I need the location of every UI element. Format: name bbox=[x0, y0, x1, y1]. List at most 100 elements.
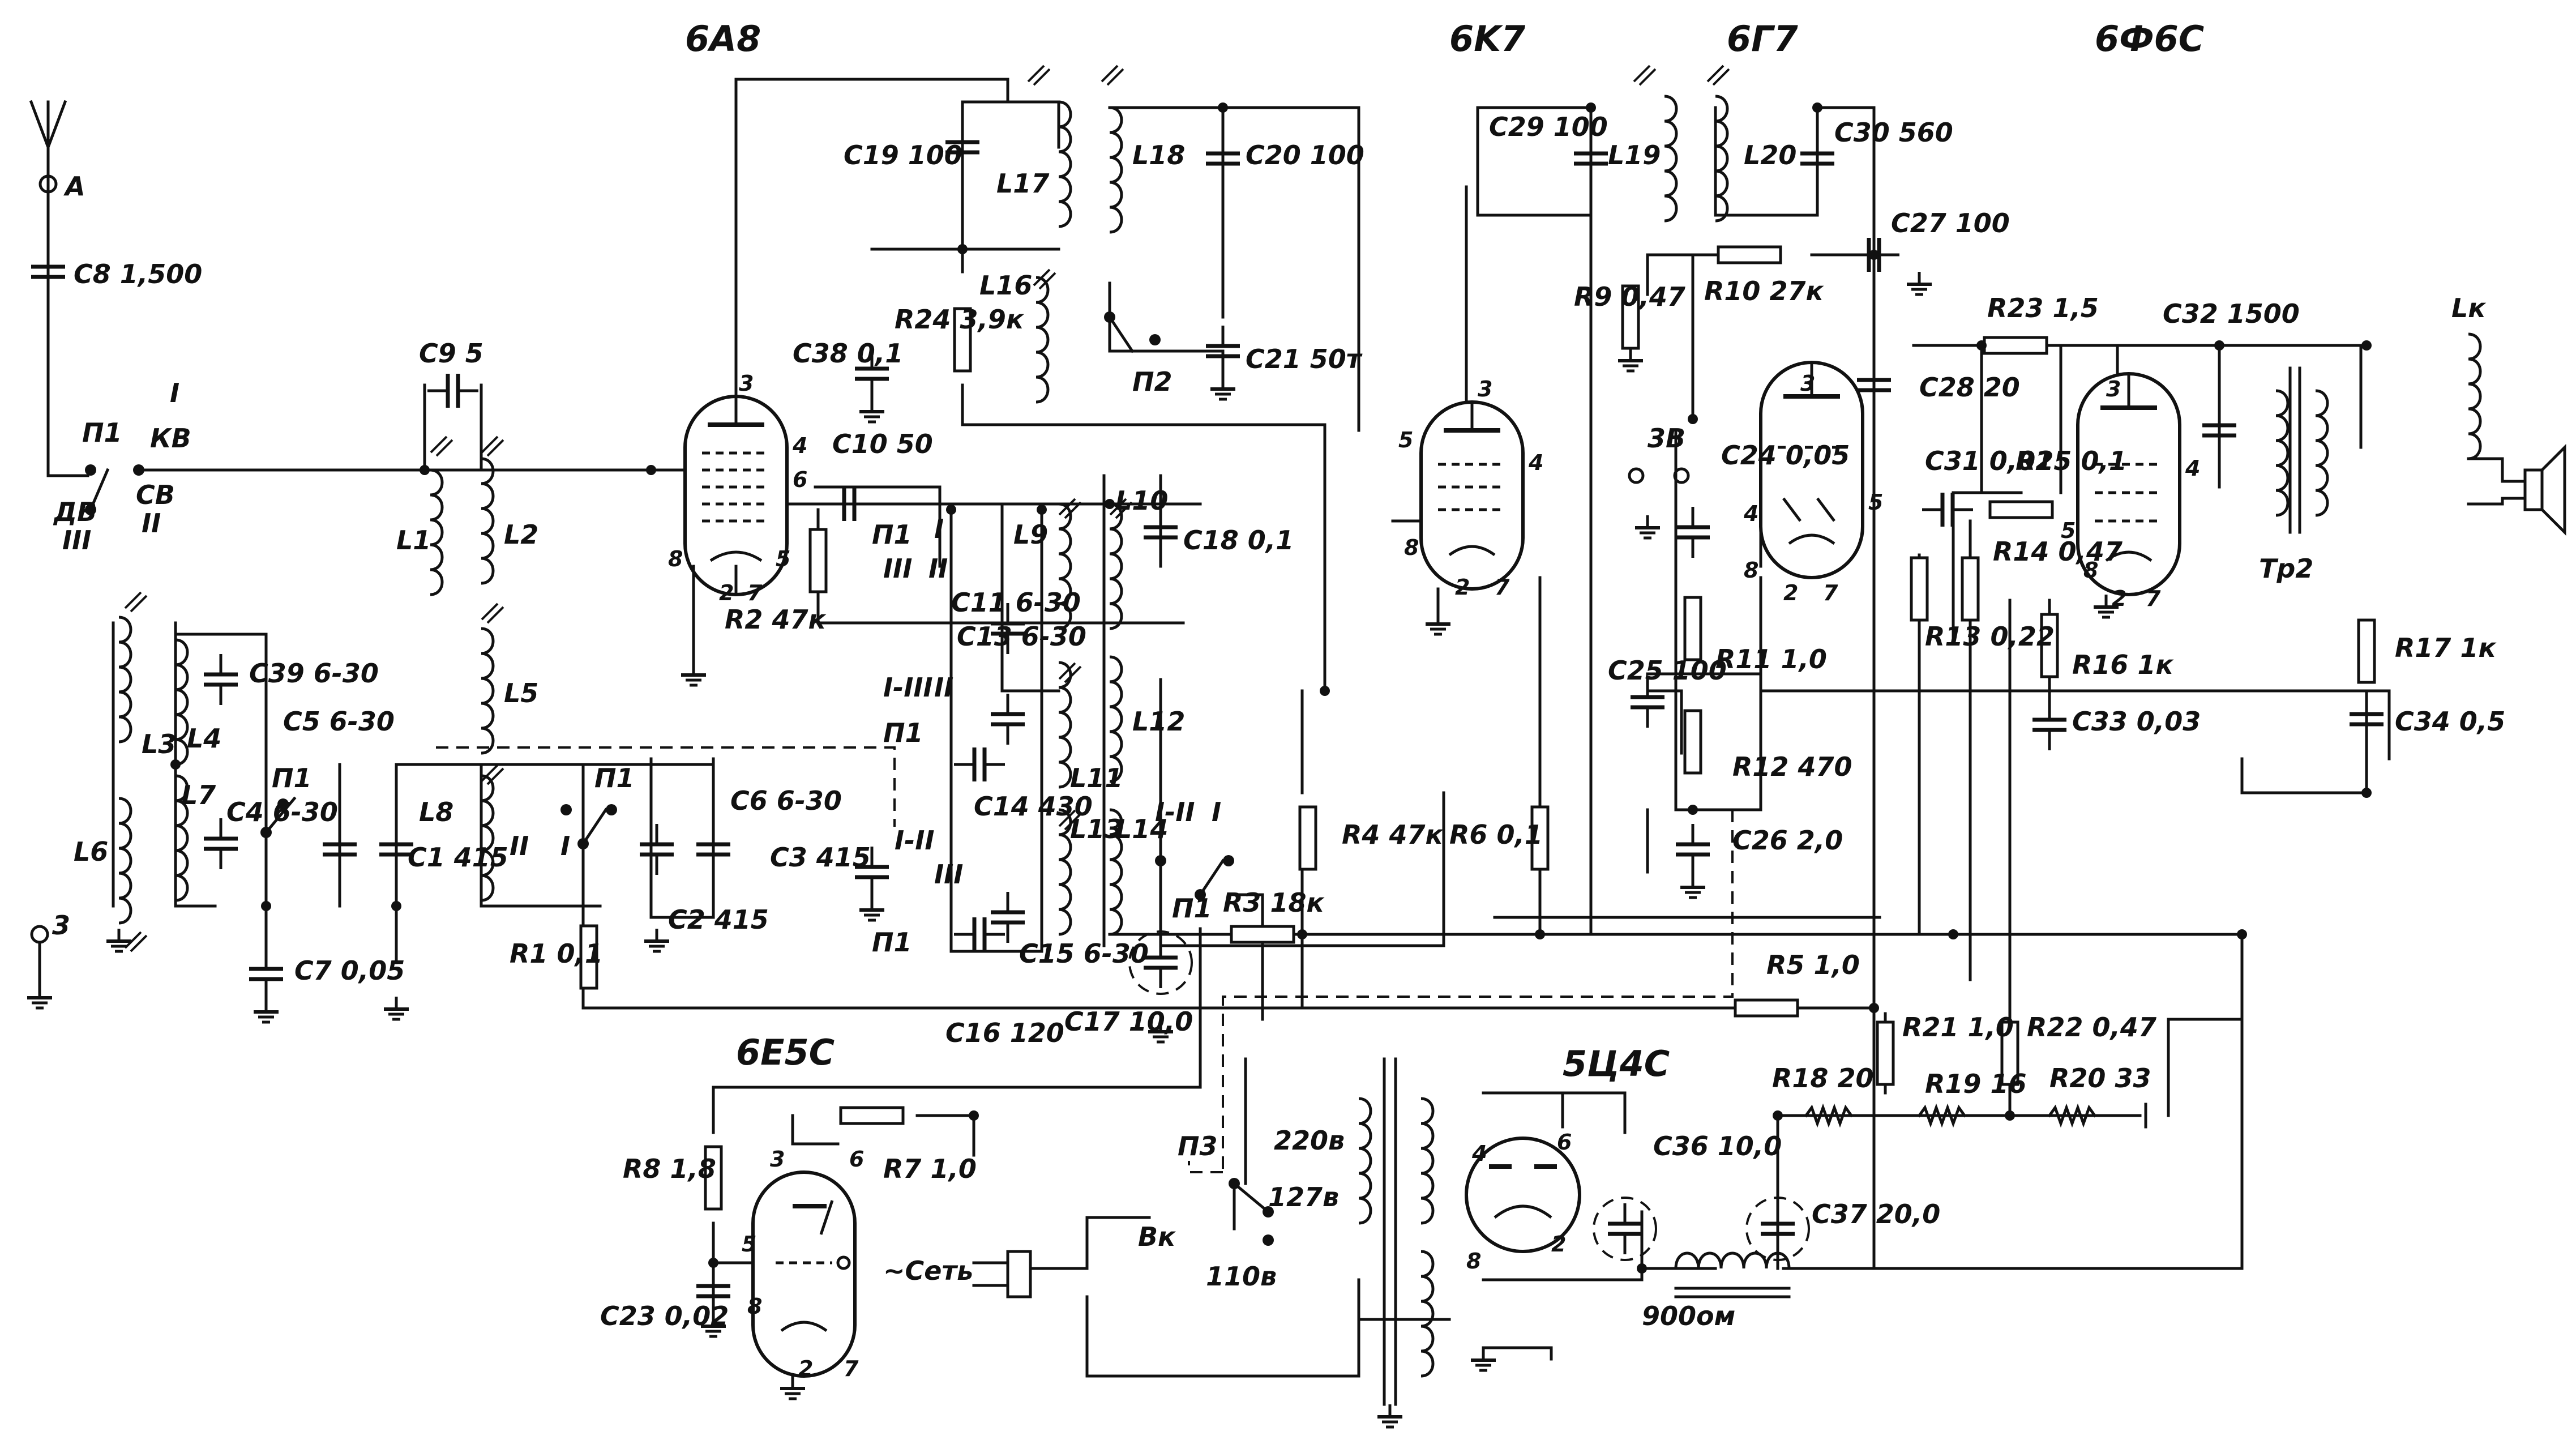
tube-6a8 bbox=[683, 395, 789, 664]
pin-number: 3 bbox=[1478, 377, 1492, 401]
coil-l1 bbox=[430, 470, 442, 595]
label-r24: R24 3,9к bbox=[895, 304, 1025, 335]
label-c10: C10 50 bbox=[832, 429, 933, 459]
label-l13: L13 bbox=[1070, 814, 1123, 844]
label-c1: C1 415 bbox=[408, 842, 508, 873]
label-r4: R4 47к bbox=[1342, 819, 1444, 850]
pin-number: 8 bbox=[1466, 1249, 1481, 1274]
label-l14: L14 bbox=[1115, 814, 1168, 844]
res-r18-r19-r20-wirewound bbox=[1804, 1103, 2147, 1129]
coil-l19 bbox=[1664, 96, 1676, 221]
pin-number: 7 bbox=[747, 580, 763, 605]
label-c23: C23 0,02 bbox=[600, 1301, 729, 1331]
label-l10: L10 bbox=[1115, 485, 1168, 516]
label-c33: C33 0,03 bbox=[2072, 706, 2201, 737]
switch-section-iii: III bbox=[934, 859, 963, 890]
label-l9: L9 bbox=[1013, 519, 1048, 550]
switch-p3-label: П3 bbox=[1178, 1131, 1218, 1161]
label-r2: R2 47к bbox=[725, 604, 827, 635]
pin-number: 8 bbox=[1744, 558, 1758, 583]
coil-power-primary bbox=[1359, 1099, 1371, 1223]
cap-c9 bbox=[427, 374, 478, 408]
tube-6f6s bbox=[2076, 372, 2181, 596]
coil-l2 bbox=[481, 459, 493, 583]
pin-number: 2 bbox=[798, 1356, 813, 1381]
pin-number: 3 bbox=[739, 371, 754, 396]
switch-p1-label: П1 bbox=[872, 927, 912, 958]
coil-lk-top bbox=[2468, 334, 2480, 459]
label-l3: L3 bbox=[142, 729, 176, 759]
label-l6: L6 bbox=[74, 836, 108, 867]
label-c34: C34 0,5 bbox=[2395, 706, 2505, 737]
cap-c39 bbox=[204, 654, 238, 705]
label-r12: R12 470 bbox=[1732, 751, 1852, 782]
res-r13 bbox=[1911, 558, 1927, 620]
pin-number: 8 bbox=[747, 1294, 762, 1319]
label-r21: R21 1,0 bbox=[1902, 1012, 2014, 1043]
res-r4 bbox=[1300, 807, 1316, 869]
switch-p1-label: П1 bbox=[272, 763, 312, 793]
res-r10 bbox=[1718, 247, 1781, 263]
label-l11: L11 bbox=[1070, 763, 1123, 793]
pin-number: 6 bbox=[793, 467, 807, 492]
filter-choke bbox=[1674, 1251, 1791, 1298]
pin-number: 2 bbox=[2112, 586, 2126, 611]
tube-6e5s bbox=[751, 1170, 857, 1378]
label-c38: C38 0,1 bbox=[793, 338, 903, 369]
cap-c24 bbox=[1676, 507, 1710, 558]
label-mains: ~Сеть bbox=[883, 1255, 973, 1286]
band-dv: ДВ bbox=[53, 497, 97, 527]
res-r5 bbox=[1735, 1000, 1798, 1016]
label-127v: 127в bbox=[1268, 1182, 1339, 1212]
label-l19: L19 bbox=[1608, 140, 1661, 170]
band-kv: КВ bbox=[150, 423, 191, 454]
label-l20: L20 bbox=[1744, 140, 1796, 170]
label-c27: C27 100 bbox=[1891, 208, 2010, 238]
label-110v: 110в bbox=[1206, 1261, 1277, 1292]
pin-number: 4 bbox=[1528, 450, 1543, 475]
cap-c13 bbox=[991, 694, 1025, 745]
band-dv-num: III bbox=[62, 525, 91, 556]
switch-section-i: I bbox=[1212, 797, 1221, 827]
label-r18: R18 20 bbox=[1772, 1063, 1873, 1093]
switch-section-i-iii: I-III bbox=[883, 672, 933, 703]
coil-output bbox=[2316, 391, 2327, 515]
switch-p1-label: П1 bbox=[594, 763, 635, 793]
coil-l5 bbox=[481, 629, 493, 753]
label-c9: C9 5 bbox=[419, 338, 483, 369]
label-l12: L12 bbox=[1132, 706, 1185, 737]
mains-plug bbox=[972, 1250, 1089, 1298]
pin-number: 5 bbox=[1868, 490, 1883, 515]
label-r16: R16 1к bbox=[2072, 650, 2174, 680]
label-c11: C11 6-30 bbox=[951, 587, 1081, 618]
tube-label-v5: 6Е5С bbox=[736, 1032, 835, 1073]
label-r14: R14 0,47 bbox=[1993, 536, 2123, 567]
label-c19: C19 100 bbox=[844, 140, 962, 170]
tube-label-v6: 5Ц4С bbox=[1563, 1043, 1670, 1084]
pin-number: 3 bbox=[1800, 371, 1815, 396]
tube-6g7 bbox=[1759, 361, 1864, 579]
label-c8: C8 1,500 bbox=[74, 259, 202, 289]
pin-number: 7 bbox=[844, 1356, 859, 1381]
tube-6k7 bbox=[1419, 400, 1525, 613]
label-r20: R20 33 bbox=[2049, 1063, 2151, 1093]
coil-l3 bbox=[119, 617, 131, 742]
label-c29: C29 100 bbox=[1489, 112, 1608, 142]
switch-section-i: I bbox=[560, 831, 570, 861]
res-r11 bbox=[1685, 597, 1701, 660]
cap-c36 bbox=[1608, 1203, 1642, 1254]
label-l8: L8 bbox=[419, 797, 453, 827]
label-c2: C2 415 bbox=[668, 904, 769, 935]
label-tr2: Тр2 bbox=[2259, 553, 2313, 584]
switch-section-i-ii: I-II bbox=[1155, 797, 1195, 827]
label-l4: L4 bbox=[187, 723, 221, 754]
coil-l8 bbox=[481, 776, 493, 900]
label-c16: C16 120 bbox=[945, 1018, 1064, 1048]
pin-number: 2 bbox=[1783, 580, 1798, 605]
res-r23 bbox=[1984, 337, 2047, 353]
label-c21: C21 50т bbox=[1246, 344, 1363, 374]
label-r8: R8 1,8 bbox=[623, 1154, 716, 1184]
coil-power-secondary bbox=[1421, 1099, 1433, 1223]
coil-filament bbox=[1421, 1251, 1433, 1376]
